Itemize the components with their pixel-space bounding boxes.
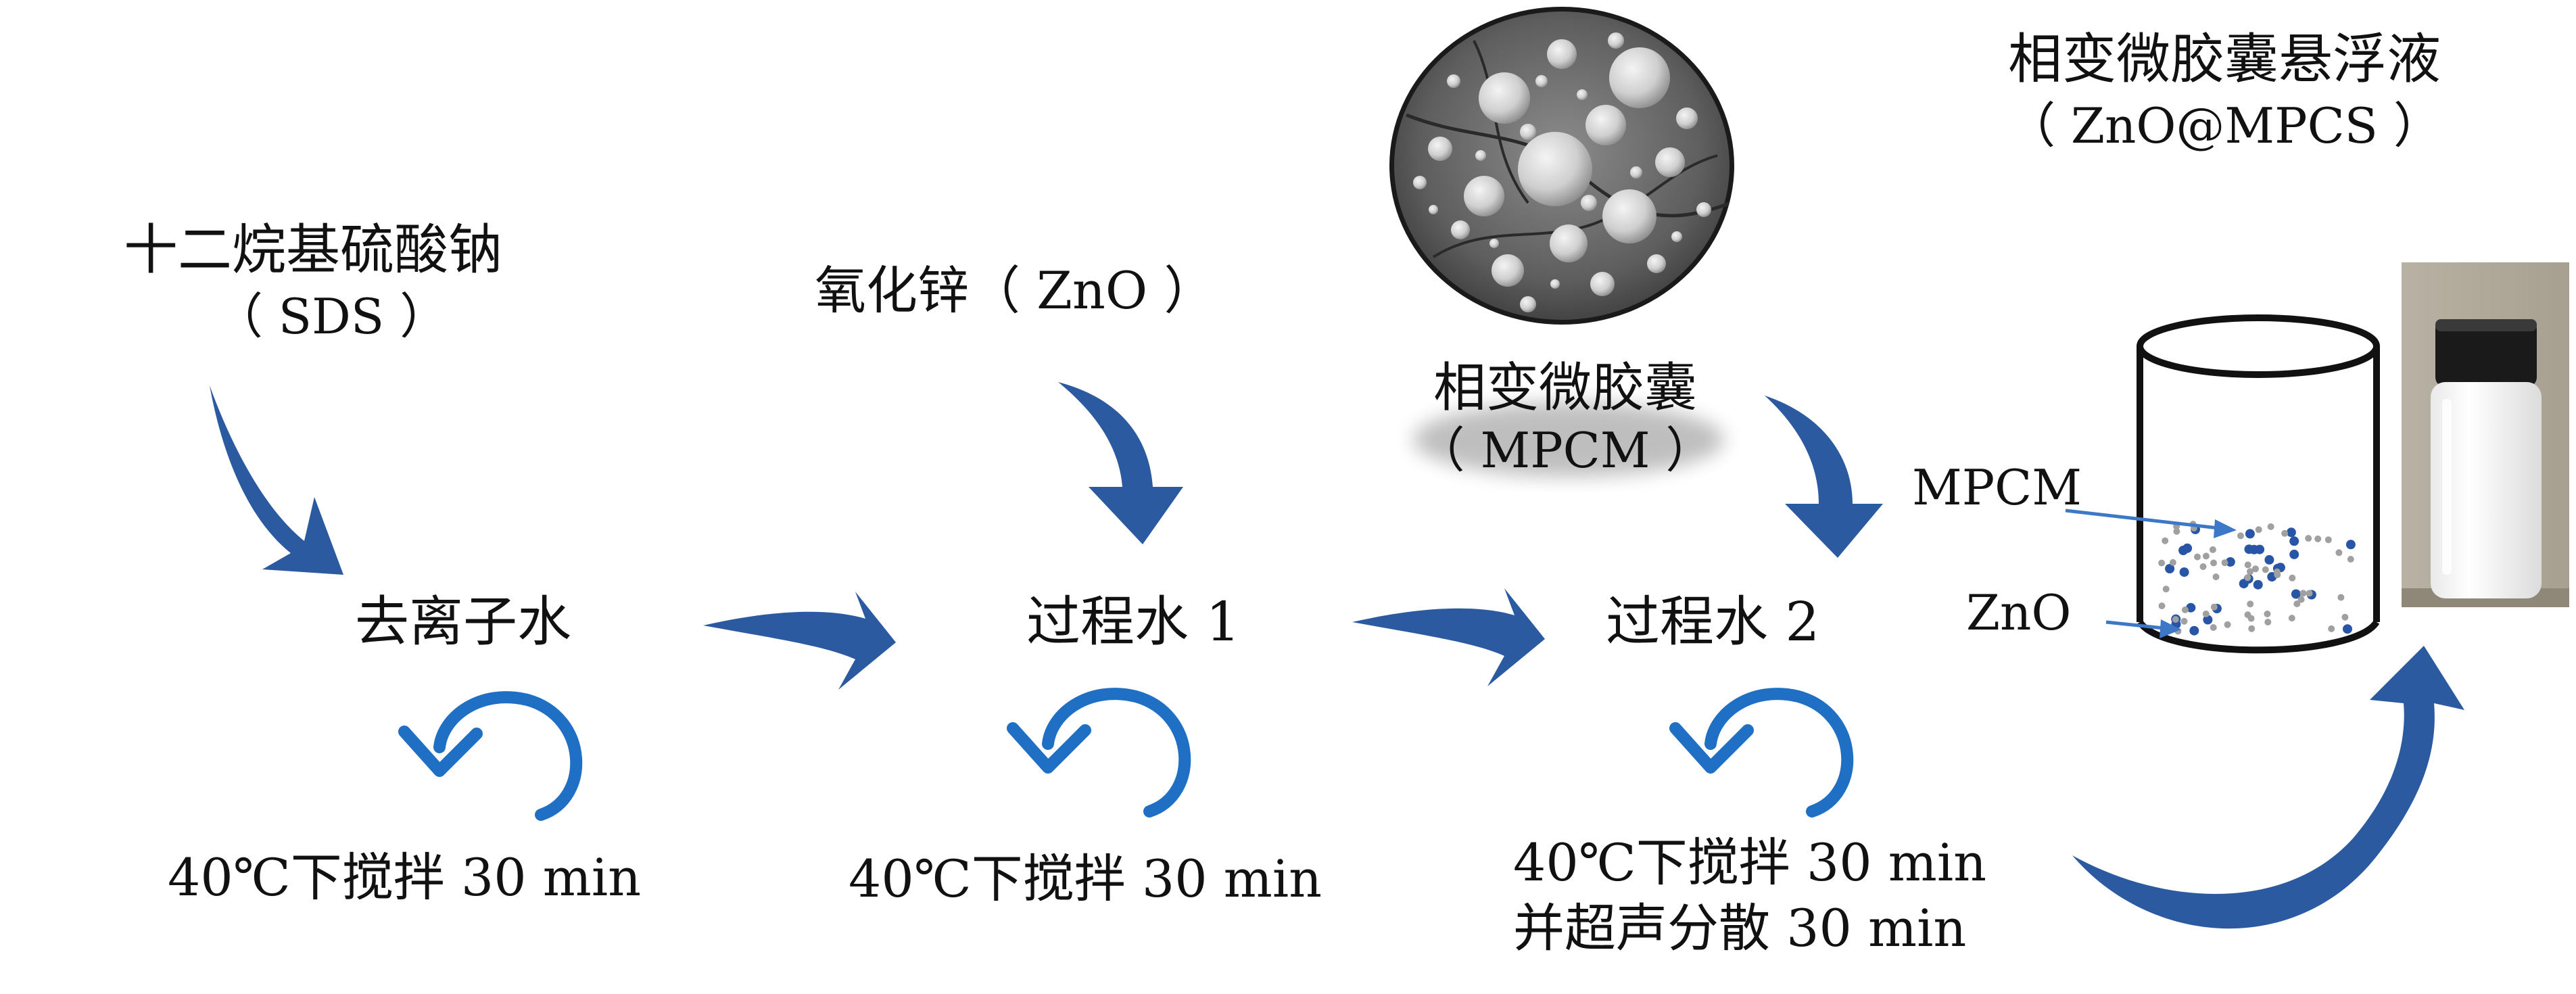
mpcm-name: 相变微胶囊 xyxy=(1433,358,1698,419)
mpcm-particle xyxy=(2264,554,2274,565)
zno-particle xyxy=(2180,617,2188,625)
sds-name: 十二烷基硫酸钠 xyxy=(124,218,502,281)
zno-particle xyxy=(2337,594,2345,601)
arrow-to-product xyxy=(2072,646,2464,929)
zno-label: 氧化锌（ ZnO ） xyxy=(815,260,1216,321)
zno-particle xyxy=(2212,573,2220,581)
zno-particle xyxy=(2237,532,2244,540)
zno-particle xyxy=(2267,523,2274,530)
mpcm-particle xyxy=(2249,544,2259,554)
zno-particle xyxy=(2173,527,2180,535)
mpcm-particle xyxy=(2253,579,2263,590)
zno-particle xyxy=(2221,559,2228,567)
mpcm-particle xyxy=(2289,536,2299,546)
zno-particle xyxy=(2347,556,2354,563)
product-title: 相变微胶囊悬浮液 xyxy=(2008,28,2441,91)
zno-particle xyxy=(2264,610,2271,617)
stir-icon-stage3 xyxy=(1669,688,1854,818)
zno-particle xyxy=(2248,625,2256,632)
zno-particle xyxy=(2210,603,2218,611)
zno-particle xyxy=(2297,596,2305,603)
stage-1-label: 去离子水 xyxy=(355,590,571,653)
zno-particle xyxy=(2199,563,2207,570)
mpcm-particle xyxy=(2189,625,2199,636)
mpcm-particle xyxy=(2183,543,2193,553)
zno-particle xyxy=(2341,613,2349,621)
zno-particle xyxy=(2305,535,2312,542)
mpcm-particle xyxy=(2225,557,2235,567)
zno-particle xyxy=(2202,552,2210,560)
mpcm-particle xyxy=(2245,529,2255,539)
mpcm-particle xyxy=(2286,527,2296,538)
zno-particle xyxy=(2162,537,2169,544)
beaker-zno-label: ZnO xyxy=(1966,584,2072,641)
arrow-stage2-to-stage3 xyxy=(1352,588,1545,686)
zno-particle xyxy=(2289,574,2296,582)
arrow-stage1-to-stage2 xyxy=(703,592,896,690)
zno-particle xyxy=(2210,624,2217,631)
zno-particle xyxy=(2288,615,2295,622)
beaker-icon xyxy=(2137,314,2380,654)
zno-particle xyxy=(2306,590,2313,597)
mpcm-particle xyxy=(2203,615,2213,625)
mpcm-particle xyxy=(2345,540,2356,550)
stage-3-condition-1: 40℃下搅拌 30 min xyxy=(1513,832,1987,893)
zno-particle xyxy=(2255,526,2262,534)
zno-particle xyxy=(2252,565,2259,573)
arrow-mpcm-in xyxy=(1765,396,1883,558)
mpcm-particle xyxy=(2289,549,2299,559)
zno-particle xyxy=(2281,529,2289,537)
beaker-particles xyxy=(2158,521,2356,636)
zno-particle xyxy=(2247,615,2255,622)
mpcm-abbr: （ MPCM ） xyxy=(1416,422,1715,479)
mpcm-particle xyxy=(2239,579,2249,589)
zno-particle xyxy=(2244,561,2251,569)
sem-micrograph xyxy=(1389,7,1734,477)
zno-particle xyxy=(2158,559,2166,567)
zno-particle xyxy=(2210,559,2217,567)
zno-particle xyxy=(2181,606,2189,613)
product-abbr: （ ZnO@MPCS ） xyxy=(2007,97,2442,154)
zno-particle xyxy=(2162,586,2170,593)
zno-particle xyxy=(2172,616,2179,623)
mpcm-particle xyxy=(2179,567,2189,577)
zno-particle xyxy=(2244,574,2251,582)
vial-photo xyxy=(2402,262,2569,607)
zno-particle xyxy=(2209,546,2216,553)
mpcm-particle xyxy=(2291,589,2301,599)
stage-3-label: 过程水 2 xyxy=(1606,590,1820,653)
stir-icon-stage1 xyxy=(398,691,583,821)
mpcm-particle xyxy=(2343,624,2352,634)
zno-particle xyxy=(2293,600,2301,607)
stage-1-condition: 40℃下搅拌 30 min xyxy=(168,847,642,907)
arrow-sds-in xyxy=(210,385,343,575)
zno-particle xyxy=(2324,536,2332,544)
stage-2-condition: 40℃下搅拌 30 min xyxy=(849,849,1322,909)
sds-abbr: （ SDS ） xyxy=(214,288,449,345)
zno-particle xyxy=(2314,535,2322,542)
mpcm-pointer xyxy=(2065,508,2237,538)
zno-particle xyxy=(2169,559,2176,566)
zno-particle xyxy=(2224,621,2231,628)
stir-icon-stage2 xyxy=(1007,688,1191,818)
stage-2-label: 过程水 1 xyxy=(1026,590,1241,653)
zno-particle xyxy=(2262,566,2269,573)
zno-particle xyxy=(2328,625,2335,632)
zno-particle xyxy=(2274,571,2281,579)
zno-particle xyxy=(2202,610,2210,617)
zno-particle xyxy=(2158,602,2166,609)
zno-particle xyxy=(2194,553,2201,561)
zno-particle xyxy=(2247,568,2253,575)
zno-particle xyxy=(2264,619,2272,625)
stage-3-condition-2: 并超声分散 30 min xyxy=(1513,898,1967,958)
zno-particle xyxy=(2299,590,2307,597)
beaker-mpcm-label: MPCM xyxy=(1912,459,2082,516)
mpcm-particle xyxy=(2165,564,2175,573)
zno-pointer xyxy=(2105,619,2181,638)
zno-particle xyxy=(2335,549,2343,557)
zno-particle xyxy=(2247,600,2254,608)
arrow-zno-in xyxy=(1058,382,1183,544)
